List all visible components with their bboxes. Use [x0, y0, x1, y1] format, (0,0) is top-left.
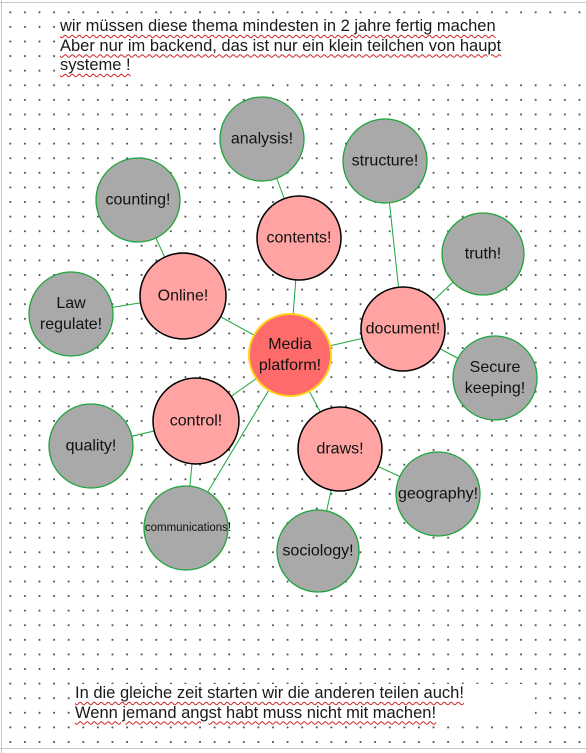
contents-circle: [256, 195, 342, 281]
leaf-node-secure[interactable]: Secure keeping!: [452, 335, 538, 421]
primary-node-contents[interactable]: contents!: [256, 195, 342, 281]
secure-circle: [452, 335, 538, 421]
truth-label-line-1: truth!: [465, 246, 501, 263]
leaf-node-counting[interactable]: counting!: [95, 157, 181, 243]
node-layer: analysis! structure! counting! truth! Law reg…: [28, 96, 538, 593]
intro-paragraph[interactable]: wir müssen diese thema mindesten in 2 ja…: [60, 17, 586, 76]
online-label-line-1: Online!: [158, 288, 209, 305]
intro-line-1: wir müssen diese thema mindesten in 2 ja…: [60, 17, 496, 35]
page-edge-bottom: [0, 748, 586, 749]
geography-circle: [395, 451, 481, 537]
intro-line-2: Aber nur im backend, das ist nur ein kle…: [60, 36, 502, 55]
leaf-node-communications[interactable]: communications!: [143, 485, 231, 571]
leaf-node-structure[interactable]: structure!: [342, 118, 428, 204]
page-edge-left: [1, 0, 2, 753]
document-circle: [360, 286, 446, 372]
sociology-circle: [276, 509, 360, 593]
leaf-node-analysis[interactable]: analysis!: [219, 96, 305, 182]
geography-label-line-1: geography!: [398, 486, 478, 503]
contents-label-line-1: contents!: [267, 230, 332, 247]
structure-circle: [342, 118, 428, 204]
primary-node-document[interactable]: document!: [360, 286, 446, 372]
media-circle: [248, 313, 332, 397]
communications-label-line-1: communications!: [145, 522, 231, 534]
truth-circle: [441, 212, 525, 296]
leaf-node-law[interactable]: Law regulate!: [28, 271, 114, 357]
secure-label-line-2: keeping!: [465, 380, 526, 397]
sociology-label-line-1: sociology!: [282, 543, 353, 560]
document-label-line-1: document!: [366, 321, 441, 338]
quality-circle: [48, 403, 134, 489]
draws-label-line-1: draws!: [316, 441, 363, 458]
leaf-node-truth[interactable]: truth!: [441, 212, 525, 296]
primary-node-online[interactable]: Online!: [139, 252, 227, 340]
structure-label-line-1: structure!: [352, 153, 419, 170]
outro-paragraph[interactable]: In die gleiche zeit starten wir die ande…: [75, 684, 535, 723]
quality-label-line-1: quality!: [66, 438, 117, 455]
intro-line-3: systeme !: [60, 56, 131, 74]
control-circle: [152, 377, 240, 465]
media-label-line-2: platform!: [259, 357, 321, 374]
leaf-node-sociology[interactable]: sociology!: [276, 509, 360, 593]
secure-label-line-1: Secure: [470, 359, 521, 376]
center-node-media[interactable]: Media platform!: [248, 313, 332, 397]
law-circle: [28, 271, 114, 357]
analysis-circle: [219, 96, 305, 182]
law-label-line-1: Law: [56, 295, 86, 312]
communications-circle: [143, 485, 229, 571]
primary-node-draws[interactable]: draws!: [297, 406, 383, 492]
outro-line-2: Wenn jemand angst habt muss nicht mit ma…: [75, 703, 437, 722]
primary-node-control[interactable]: control!: [152, 377, 240, 465]
outro-line-1: In die gleiche zeit starten wir die ande…: [75, 684, 464, 702]
control-label-line-1: control!: [170, 413, 222, 430]
analysis-label-line-1: analysis!: [231, 131, 293, 148]
draws-circle: [297, 406, 383, 492]
leaf-node-quality[interactable]: quality!: [48, 403, 134, 489]
law-label-line-2: regulate!: [40, 316, 102, 333]
page-edge-top: [0, 2, 586, 3]
leaf-node-geography[interactable]: geography!: [395, 451, 481, 537]
online-circle: [139, 252, 227, 340]
counting-label-line-1: counting!: [106, 192, 171, 209]
media-label-line-1: Media: [268, 336, 312, 353]
counting-circle: [95, 157, 181, 243]
